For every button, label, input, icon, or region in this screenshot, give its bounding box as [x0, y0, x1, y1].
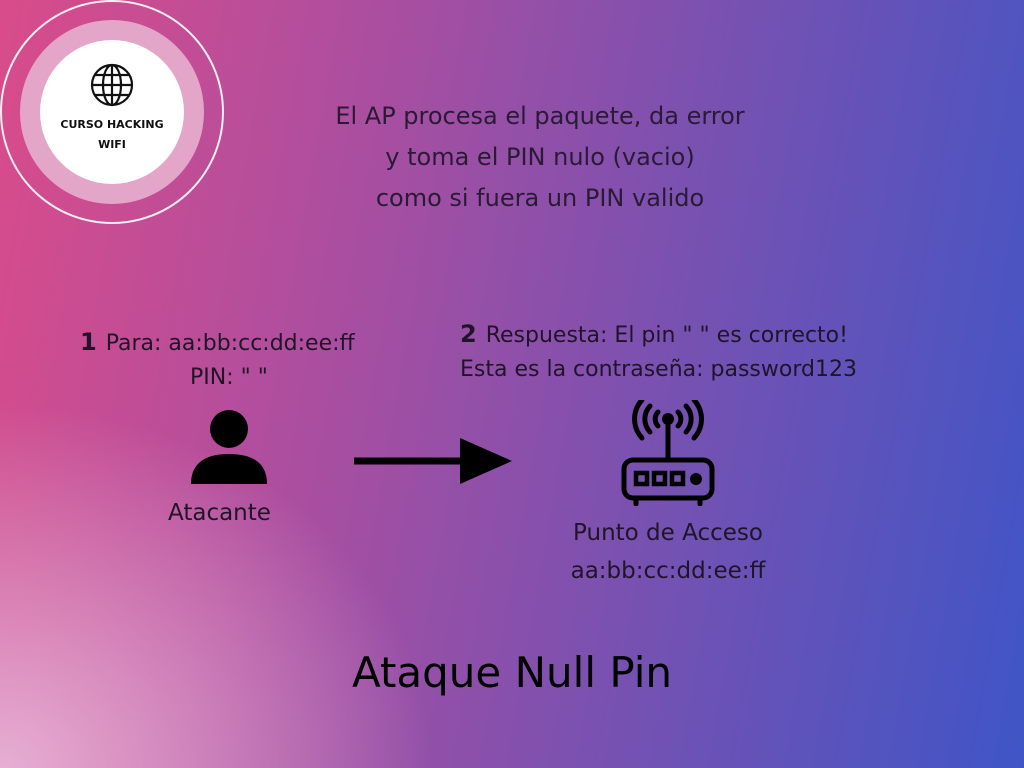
attacker-label: Atacante — [168, 500, 271, 526]
step2-number: 2 — [460, 320, 477, 348]
logo-outer-circle — [0, 0, 224, 224]
access-point-mac: aa:bb:cc:dd:ee:ff — [570, 558, 766, 584]
access-point-name: Punto de Acceso — [573, 520, 763, 546]
arrow-icon — [354, 438, 512, 484]
logo: CURSO HACKING WIFI — [40, 40, 184, 184]
access-point-label: Punto de Acceso aa:bb:cc:dd:ee:ff — [528, 514, 808, 590]
step2-response: 2 Respuesta: El pin " " es correcto! — [460, 316, 848, 354]
description-line: como si fuera un PIN valido — [375, 184, 705, 212]
globe-icon — [90, 63, 134, 107]
step1-line1: Para: aa:bb:cc:dd:ee:ff — [105, 331, 355, 356]
description-line: y toma el PIN nulo (vacio) — [385, 143, 695, 171]
step1-request: 1 Para: aa:bb:cc:dd:ee:ff — [80, 324, 355, 362]
logo-text: CURSO HACKING WIFI — [60, 118, 164, 151]
router-icon — [621, 400, 715, 506]
step1-pin: PIN: " " — [190, 365, 268, 390]
description-line: El AP procesa el paquete, da error — [335, 102, 745, 130]
step2-line1: Respuesta: El pin " " es correcto! — [485, 323, 848, 348]
person-icon — [191, 410, 267, 484]
description: El AP procesa el paquete, da error y tom… — [270, 96, 810, 219]
step2-password: Esta es la contraseña: password123 — [460, 357, 857, 382]
page-title: Ataque Null Pin — [351, 648, 673, 697]
step1-number: 1 — [80, 328, 97, 356]
